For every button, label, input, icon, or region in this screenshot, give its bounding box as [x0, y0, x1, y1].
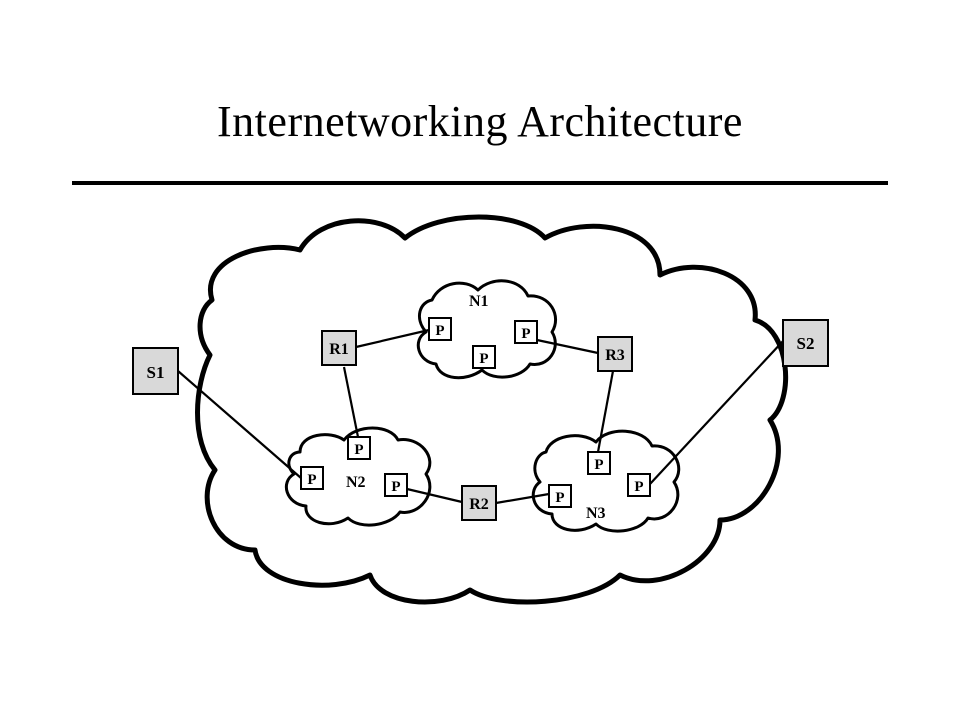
- port-label: P: [479, 351, 488, 367]
- host-s2: S2: [782, 319, 829, 367]
- link-r3-n3: [596, 370, 615, 453]
- port-label: P: [555, 490, 564, 506]
- router-r2-label: R2: [469, 496, 489, 513]
- port-label: P: [307, 472, 316, 488]
- ports: P P P P P P P P: [300, 317, 651, 508]
- network-n1-label: N1: [469, 293, 489, 310]
- port-n1-left: P: [428, 317, 452, 341]
- link-r1-n2: [342, 366, 360, 438]
- internet-cloud: [195, 214, 789, 605]
- link-s1-n2: [177, 370, 302, 479]
- router-r3-label: R3: [605, 347, 625, 364]
- link-n2-r2: [406, 487, 463, 504]
- router-r1-label: R1: [329, 341, 349, 358]
- link-n3-s2: [649, 339, 785, 485]
- port-n2-left: P: [300, 466, 324, 490]
- link-n1-r3: [536, 338, 599, 355]
- title-divider: [72, 181, 888, 185]
- host-s2-label: S2: [797, 334, 815, 353]
- network-n3-label: N3: [586, 505, 606, 522]
- port-n2-top: P: [347, 436, 371, 460]
- router-r3: R3: [597, 336, 633, 372]
- host-s1-label: S1: [147, 363, 165, 382]
- port-n3-right: P: [627, 473, 651, 497]
- port-label: P: [521, 326, 530, 342]
- network-cloud-n3: [531, 429, 681, 533]
- port-n3-left: P: [548, 484, 572, 508]
- network-n2-label: N2: [346, 474, 366, 491]
- host-s1: S1: [132, 347, 179, 395]
- port-n1-right: P: [514, 320, 538, 344]
- port-n3-top: P: [587, 451, 611, 475]
- links: [177, 328, 785, 505]
- link-r1-n1: [355, 328, 430, 349]
- port-label: P: [634, 479, 643, 495]
- page-title: Internetworking Architecture: [217, 97, 743, 146]
- router-r1: R1: [321, 330, 357, 366]
- port-label: P: [391, 479, 400, 495]
- router-r2: R2: [461, 485, 497, 521]
- port-label: P: [435, 323, 444, 339]
- network-cloud-n1: [416, 279, 558, 380]
- port-n1-bottom: P: [472, 345, 496, 369]
- port-label: P: [594, 457, 603, 473]
- port-label: P: [354, 442, 363, 458]
- port-n2-right: P: [384, 473, 408, 497]
- link-r2-n3: [495, 492, 550, 505]
